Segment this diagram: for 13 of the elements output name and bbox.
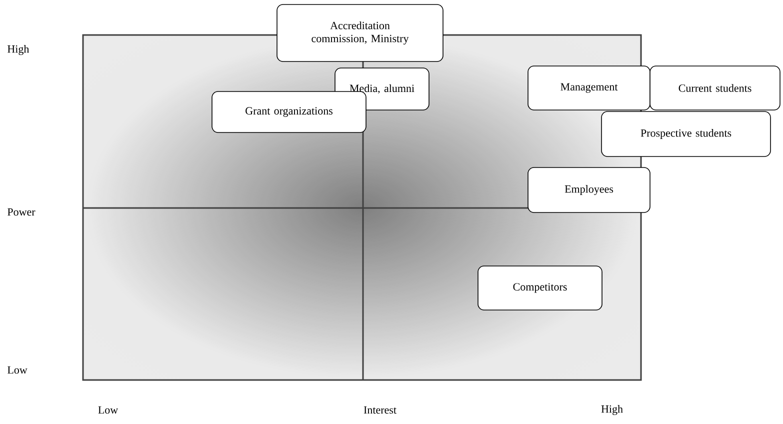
- axis-label: Interest: [364, 406, 396, 414]
- stakeholder-box: Grant organizations: [212, 91, 366, 133]
- stakeholder-box: Current students: [650, 66, 780, 110]
- axis-label: Low: [8, 366, 28, 374]
- stakeholder-box: Prospective students: [601, 111, 771, 157]
- axis-label: Power: [8, 208, 36, 216]
- axis-label: High: [8, 45, 30, 55]
- stakeholder-box: Employees: [528, 167, 650, 213]
- stakeholder-box: Competitors: [478, 266, 602, 310]
- stakeholder-box: Accreditation commission, Ministry: [276, 4, 444, 62]
- axis-label: High: [601, 405, 623, 415]
- stakeholder-box: Management: [528, 66, 650, 110]
- axis-label: Low: [98, 406, 118, 414]
